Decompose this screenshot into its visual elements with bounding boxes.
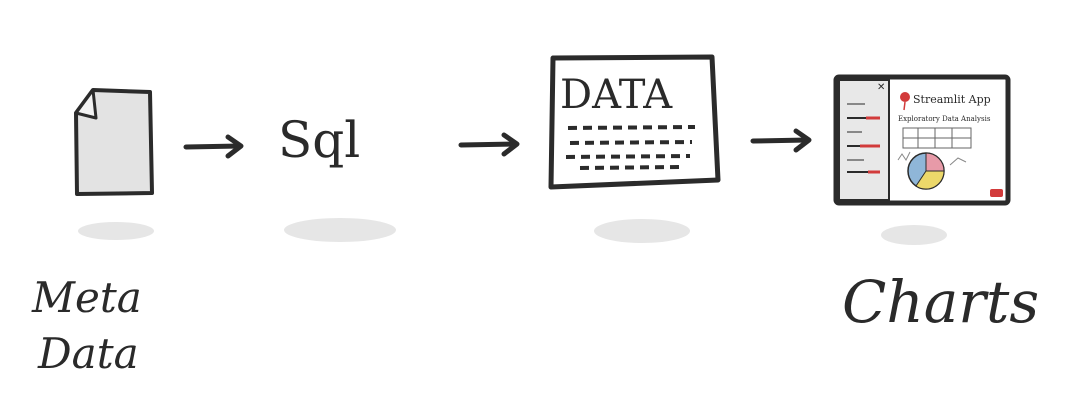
data-card: DATA	[548, 54, 721, 190]
charts-caption: Charts	[842, 268, 1039, 336]
app-sidebar	[838, 79, 890, 201]
data-rows	[565, 125, 696, 170]
app-mini-chart	[897, 151, 911, 161]
metadata-caption-line1: Meta	[31, 273, 142, 322]
metadata-shadow	[78, 222, 154, 240]
app-title: Streamlit App	[913, 93, 991, 106]
app-table	[902, 127, 972, 149]
sql-shadow	[284, 218, 396, 242]
app-pie-chart	[907, 152, 945, 190]
charts-shadow	[881, 225, 947, 245]
app-window: ✕ Streamlit App Exploratory Data Analysi…	[833, 74, 1011, 206]
app-subtitle: Exploratory Data Analysis	[898, 115, 991, 123]
data-shadow	[594, 219, 690, 243]
app-badge-icon	[990, 189, 1003, 197]
data-label: DATA	[560, 72, 673, 118]
document-icon	[74, 88, 154, 196]
arrow-2	[458, 132, 520, 157]
data-step: DATA	[548, 54, 721, 243]
charts-step: ✕ Streamlit App Exploratory Data Analysi…	[833, 74, 1039, 336]
arrow-3	[750, 128, 812, 153]
metadata-step: Meta Data	[31, 88, 154, 378]
sidebar-sliders	[847, 103, 880, 174]
arrow-1	[183, 134, 244, 159]
sql-label: Sql	[278, 111, 360, 169]
streamlit-logo-icon	[900, 92, 910, 102]
sidebar-close-icon: ✕	[877, 82, 885, 93]
sql-step: Sql	[278, 111, 396, 242]
metadata-caption-line2: Data	[37, 329, 139, 378]
